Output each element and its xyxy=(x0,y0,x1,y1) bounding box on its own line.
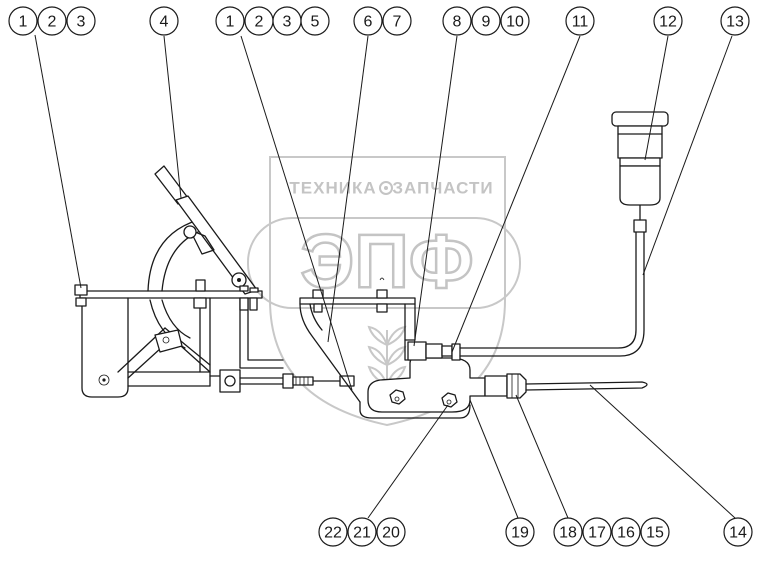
callout-label: 15 xyxy=(646,525,664,542)
callout-8: 8 xyxy=(442,6,472,36)
callout-14: 14 xyxy=(723,517,753,547)
callout-circle xyxy=(565,6,595,36)
callout-label: 13 xyxy=(726,14,744,31)
watermark-text-right: ЗАПЧАСТИ xyxy=(392,179,493,198)
pedal-bracket xyxy=(79,219,284,398)
fluid-reservoir xyxy=(611,111,669,206)
callout-label: 4 xyxy=(160,14,169,31)
callout-label: 3 xyxy=(283,14,292,31)
callout-label: 2 xyxy=(48,14,57,31)
callout-3: 3 xyxy=(66,6,96,36)
pivot-bolt xyxy=(98,374,110,386)
callout-circle xyxy=(149,6,179,36)
callout-label: 5 xyxy=(311,14,320,31)
callout-label: 11 xyxy=(572,14,589,31)
callout-20: 20 xyxy=(376,517,406,547)
callout-label: 20 xyxy=(382,525,400,542)
callout-label: 6 xyxy=(364,14,373,31)
callout-label: 17 xyxy=(588,525,606,542)
callout-circle xyxy=(582,517,612,547)
callout-circle xyxy=(500,6,530,36)
callout-label: 1 xyxy=(226,14,235,31)
callout-11: 11 xyxy=(565,6,595,36)
callout-1: 1 xyxy=(215,6,245,36)
leader-lines xyxy=(34,34,736,519)
push-rod xyxy=(209,369,355,393)
feed-pipe xyxy=(407,204,647,361)
callout-18: 18 xyxy=(553,517,583,547)
callout-circle xyxy=(347,517,377,547)
callout-circle xyxy=(720,6,750,36)
gear-icon xyxy=(379,181,393,195)
callout-16: 16 xyxy=(611,517,641,547)
callout-circle xyxy=(653,6,683,36)
callout-17: 17 xyxy=(582,517,612,547)
callout-label: 7 xyxy=(393,14,402,31)
callout-label: 2 xyxy=(255,14,264,31)
callout-circle xyxy=(505,517,535,547)
master-cylinder-bracket xyxy=(299,277,471,419)
callout-circle xyxy=(611,517,641,547)
callout-4: 4 xyxy=(149,6,179,36)
callout-circle xyxy=(353,6,383,36)
callout-circle xyxy=(442,6,472,36)
master-cylinder xyxy=(367,357,648,413)
callout-21: 21 xyxy=(347,517,377,547)
callout-1: 1 xyxy=(8,6,38,36)
callout-circle xyxy=(382,6,412,36)
callout-circle xyxy=(318,517,348,547)
callout-5: 5 xyxy=(300,6,330,36)
callout-label: 21 xyxy=(353,525,371,542)
callout-circle xyxy=(300,6,330,36)
callout-22: 22 xyxy=(318,517,348,547)
callout-circle xyxy=(376,517,406,547)
callout-circle xyxy=(215,6,245,36)
callout-9: 9 xyxy=(471,6,501,36)
callout-15: 15 xyxy=(640,517,670,547)
callout-label: 14 xyxy=(729,525,747,542)
callout-label: 12 xyxy=(659,14,677,31)
callout-12: 12 xyxy=(653,6,683,36)
callout-7: 7 xyxy=(382,6,412,36)
callout-label: 8 xyxy=(453,14,462,31)
callout-2: 2 xyxy=(37,6,67,36)
callout-2: 2 xyxy=(244,6,274,36)
callout-circle xyxy=(723,517,753,547)
callout-label: 10 xyxy=(506,14,524,31)
watermark-text-left: ТЕХНИКА xyxy=(289,179,376,198)
callout-circle xyxy=(66,6,96,36)
callout-circle xyxy=(640,517,670,547)
callout-13: 13 xyxy=(720,6,750,36)
callout-10: 10 xyxy=(500,6,530,36)
rail-bolts xyxy=(74,279,259,311)
callout-6: 6 xyxy=(353,6,383,36)
callout-label: 22 xyxy=(324,525,342,542)
callout-label: 16 xyxy=(617,525,635,542)
callout-circle xyxy=(553,517,583,547)
callout-circle xyxy=(8,6,38,36)
watermark-shield xyxy=(269,156,506,427)
clutch-pedal xyxy=(154,165,258,295)
callout-19: 19 xyxy=(505,517,535,547)
callout-label: 18 xyxy=(559,525,577,542)
callout-label: 3 xyxy=(77,14,86,31)
callout-label: 19 xyxy=(511,525,529,542)
callout-3: 3 xyxy=(272,6,302,36)
callout-circle xyxy=(471,6,501,36)
callout-circle xyxy=(37,6,67,36)
callout-label: 1 xyxy=(19,14,28,31)
callout-label: 9 xyxy=(482,14,491,31)
